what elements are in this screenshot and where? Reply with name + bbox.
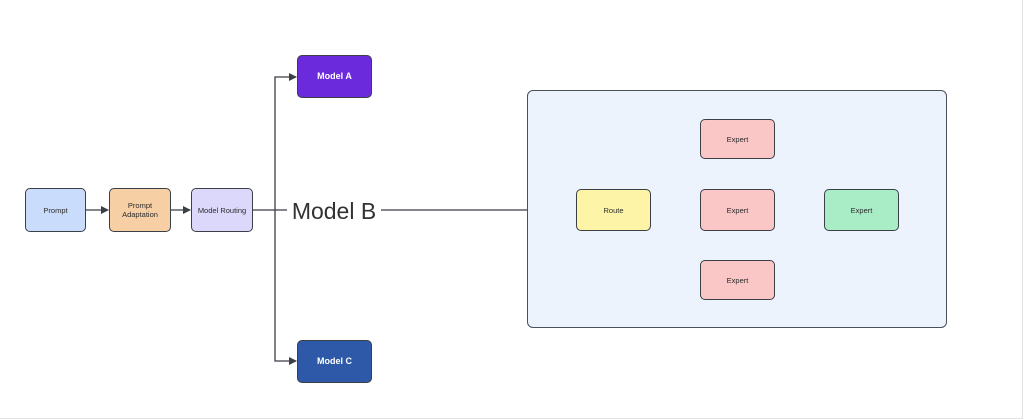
expert-bottom-node[interactable]: Expert	[700, 260, 775, 300]
prompt-node-label: Prompt	[43, 205, 68, 215]
route-node[interactable]: Route	[576, 189, 651, 231]
expert-bottom-node-label: Expert	[726, 275, 749, 285]
expert-output-node[interactable]: Expert	[824, 189, 899, 231]
model-a-node[interactable]: Model A	[297, 55, 372, 98]
model-c-node-label: Model C	[317, 356, 352, 366]
prompt-adaptation-node-label: Prompt Adaptation	[122, 201, 158, 219]
expert-mid-node[interactable]: Expert	[700, 189, 775, 231]
expert-top-node-label: Expert	[726, 134, 749, 144]
model-routing-node-label: Model Routing	[197, 205, 247, 215]
prompt-adaptation-node[interactable]: Prompt Adaptation	[109, 188, 171, 232]
model-c-node[interactable]: Model C	[297, 340, 372, 383]
model-routing-node[interactable]: Model Routing	[191, 188, 253, 232]
prompt-node[interactable]: Prompt	[25, 188, 86, 232]
model-a-node-label: Model A	[317, 71, 352, 81]
expert-top-node[interactable]: Expert	[700, 119, 775, 159]
model-b-label[interactable]: Model B	[287, 196, 381, 226]
route-node-label: Route	[603, 205, 624, 215]
expert-mid-node-label: Expert	[726, 205, 749, 215]
expert-output-node-label: Expert	[850, 205, 873, 215]
